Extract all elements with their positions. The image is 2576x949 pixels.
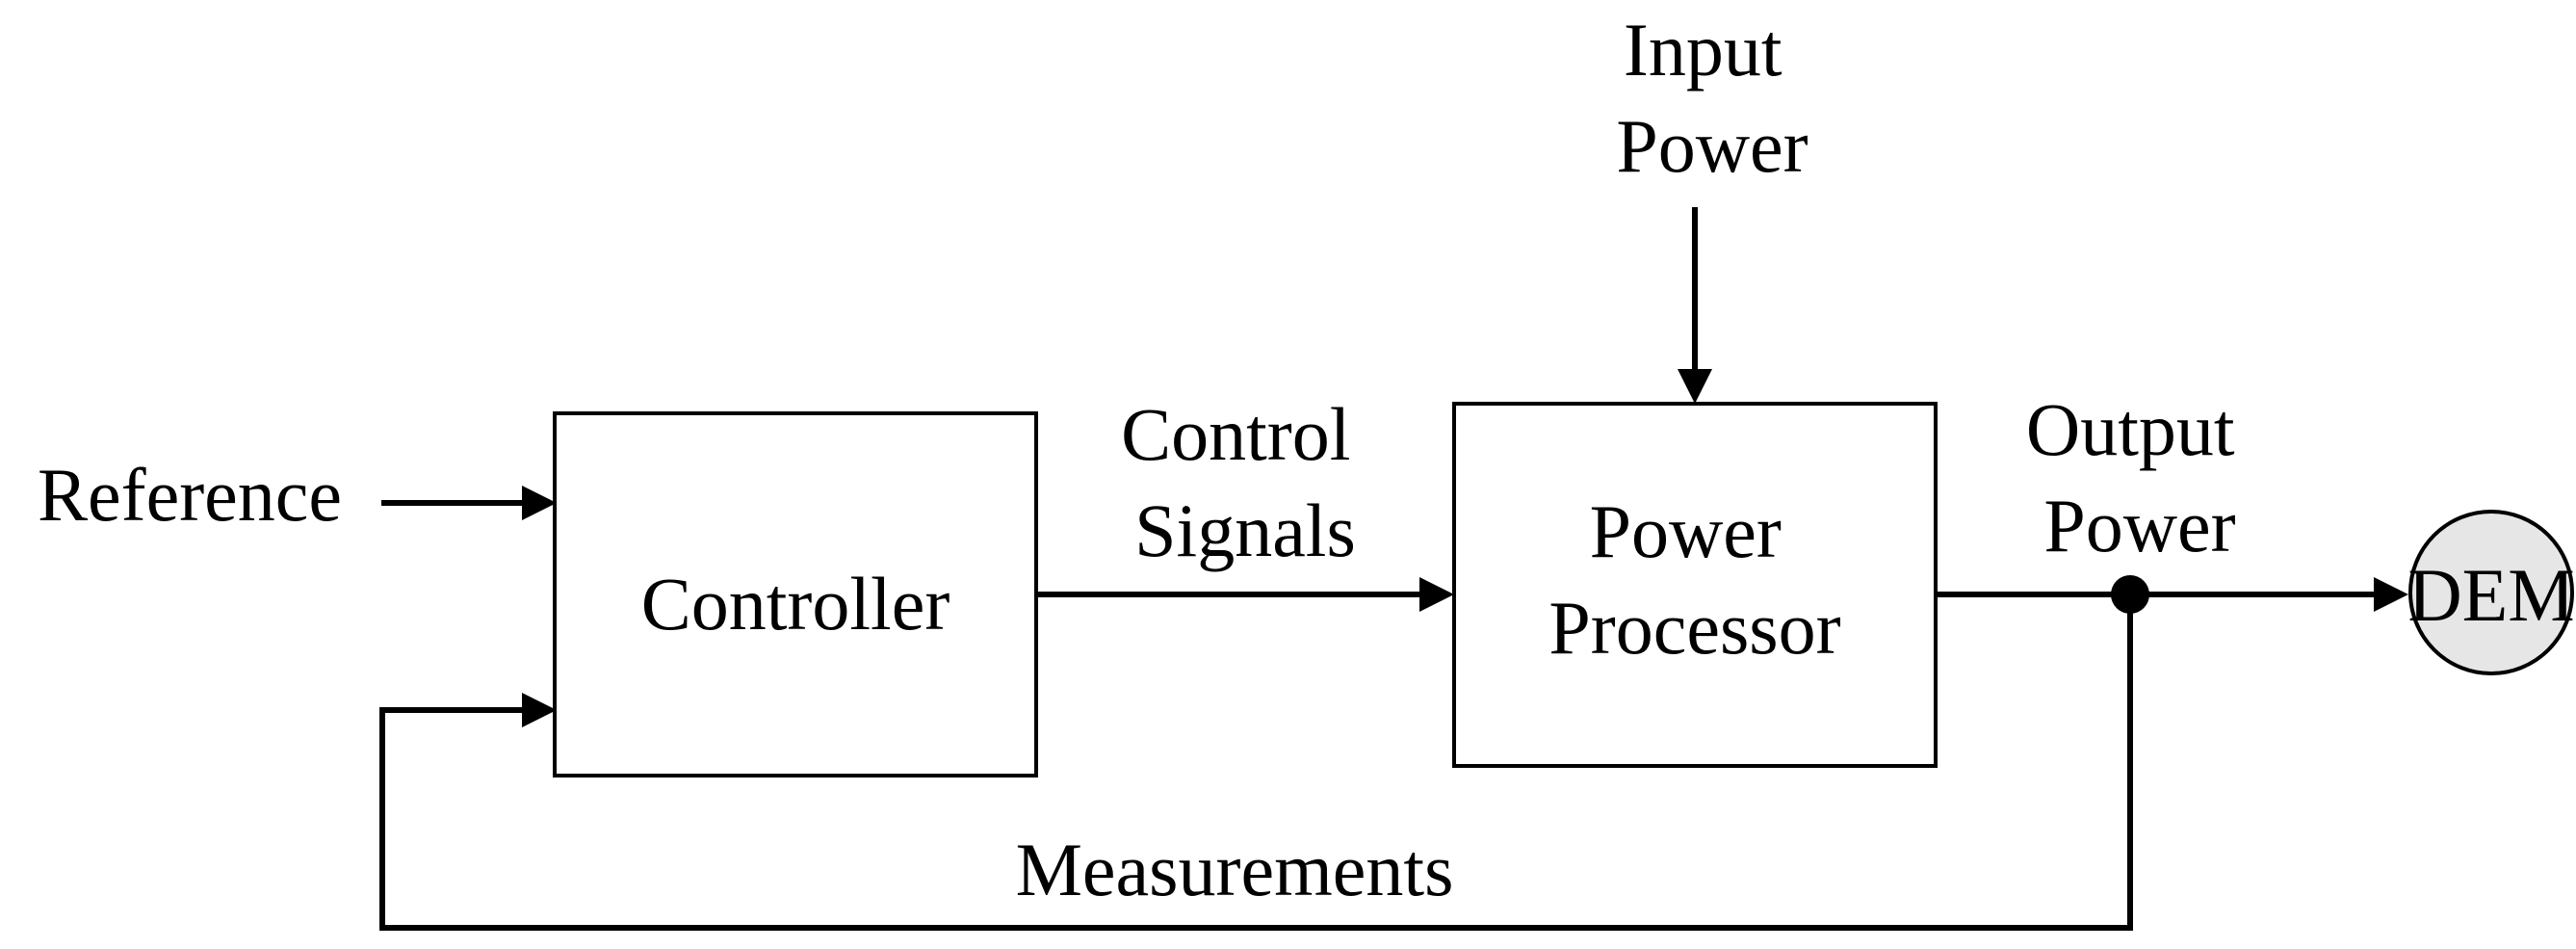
output-power-label-line-2: Power	[2043, 484, 2235, 567]
reference-label: Reference	[38, 453, 342, 537]
output-power-label: Output Power	[2026, 387, 2253, 567]
input-power-label-line-1: Input	[1624, 8, 1782, 92]
dem-node	[2408, 510, 2574, 675]
input-power-label-line-2: Power	[1616, 104, 1808, 188]
control-signals-label: Control Signals	[1121, 392, 1369, 572]
power-processor-block	[1452, 402, 1938, 768]
control-signals-label-line-1: Control	[1121, 392, 1350, 476]
output-junction-dot	[2111, 575, 2149, 614]
power-processor-label-line-2: Processor	[1548, 586, 1840, 670]
control-signals-label-line-2: Signals	[1134, 488, 1356, 572]
output-power-label-line-1: Output	[2026, 387, 2235, 471]
controller-block	[553, 411, 1038, 778]
input-power-label: Input Power	[1616, 8, 1808, 188]
measurements-feedback-path	[379, 594, 2133, 931]
measurements-label: Measurements	[1016, 828, 1454, 911]
controller-label: Controller	[641, 562, 950, 646]
dem-label: DEM	[2407, 553, 2574, 637]
power-processor-label: Power Processor	[1548, 489, 1840, 670]
power-processor-label-line-1: Power	[1590, 489, 1782, 573]
